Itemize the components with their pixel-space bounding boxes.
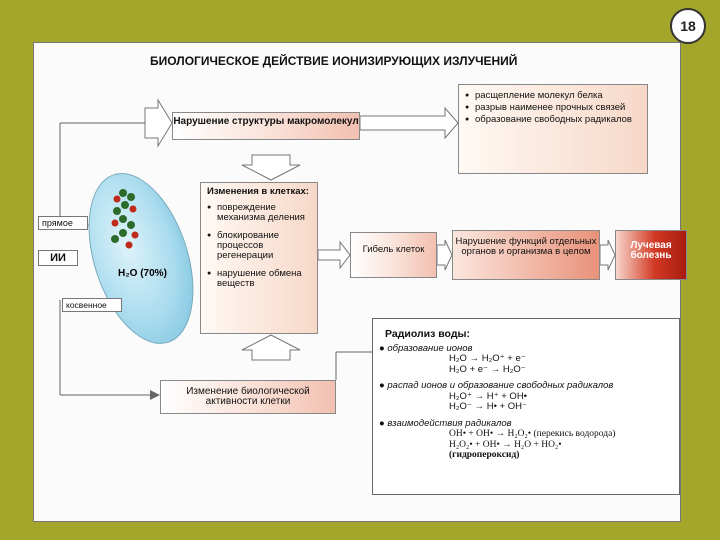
arrow-to-sickness	[599, 239, 616, 271]
radiolysis-equation: H₂O₂• + OH• → H₂O + HO₂•	[449, 439, 562, 450]
effects-list: расщепление молекул белка разрыв наимене…	[465, 91, 641, 126]
cell-changes-heading: Изменения в клетках:	[207, 186, 309, 197]
bio-activity-box: Изменение биологической активности клетк…	[160, 380, 336, 414]
radiolysis-title: Радиолиз воды:	[385, 328, 470, 340]
effect-item: образование свободных радикалов	[465, 115, 641, 126]
effects-box: расщепление молекул белка разрыв наимене…	[458, 84, 648, 174]
arrow-to-macromolecule	[144, 98, 173, 148]
radiolysis-section-label: ● взаимодействия радикалов	[379, 417, 512, 429]
page-number: 18	[670, 8, 706, 44]
radiolysis-equation: H₂O + e⁻ → H₂O⁻	[449, 363, 526, 375]
cell-change-item: повреждение механизма деления	[207, 203, 311, 223]
cell-death-text: Гибель клеток	[362, 244, 425, 255]
effect-item: разрыв наименее прочных связей	[465, 103, 641, 114]
cell-death-box: Гибель клеток	[350, 232, 437, 278]
cell-changes-box: Изменения в клетках: повреждение механиз…	[200, 182, 318, 334]
indirect-label: косвенное	[62, 298, 122, 312]
macromolecule-box: Нарушение структуры макромолекул	[172, 112, 360, 140]
water-label: H₂O (70%)	[118, 268, 167, 279]
arrow-to-effects	[359, 106, 459, 140]
cell-change-item: блокирование процессов регенерации	[207, 231, 311, 261]
radiation-sickness-box: Лучевая болезнь	[615, 230, 687, 280]
radiolysis-equation: (гидропероксид)	[449, 450, 520, 460]
arrow-to-functions	[436, 239, 453, 271]
radiation-sickness-text: Лучевая болезнь	[630, 240, 672, 261]
macromolecule-text: Нарушение структуры макромолекул	[173, 116, 359, 127]
direct-label: прямое	[38, 216, 88, 230]
radiolysis-section-label: ● распад ионов и образование свободных р…	[379, 380, 614, 391]
radiolysis-equation: OH• + OH• → H₂O₂• (перекись водорода)	[449, 429, 616, 439]
cell-change-item: нарушение обмена веществ	[207, 269, 311, 289]
slide-title: БИОЛОГИЧЕСКОЕ ДЕЙСТВИЕ ИОНИЗИРУЮЩИХ ИЗЛУ…	[150, 54, 518, 68]
dna-icon	[111, 189, 139, 249]
radiolysis-equation: H₂O → H₂O⁺ + e⁻	[449, 353, 526, 364]
radiolysis-box: Радиолиз воды: ● образование ионов H₂O →…	[372, 318, 680, 495]
function-disruption-box: Нарушение функций отдельных органов и ор…	[452, 230, 600, 280]
radiolysis-section-label: ● образование ионов	[379, 342, 473, 354]
arrow-down-to-cells	[241, 154, 301, 181]
radiolysis-equation: H₂O⁺ → H⁺ + OH•	[449, 390, 528, 402]
cell-changes-list: повреждение механизма деления блокирован…	[207, 203, 311, 289]
arrow-to-death	[317, 240, 351, 270]
arrow-up-to-cells	[241, 334, 301, 361]
arrow-head-bottom	[150, 390, 160, 400]
bio-activity-text: Изменение биологической активности клетк…	[186, 386, 310, 407]
ii-label: ИИ	[38, 250, 78, 266]
radiolysis-equation: H₂O⁻ → H• + OH⁻	[449, 401, 528, 412]
effect-item: расщепление молекул белка	[465, 91, 641, 102]
function-disruption-text: Нарушение функций отдельных органов и ор…	[455, 236, 597, 257]
